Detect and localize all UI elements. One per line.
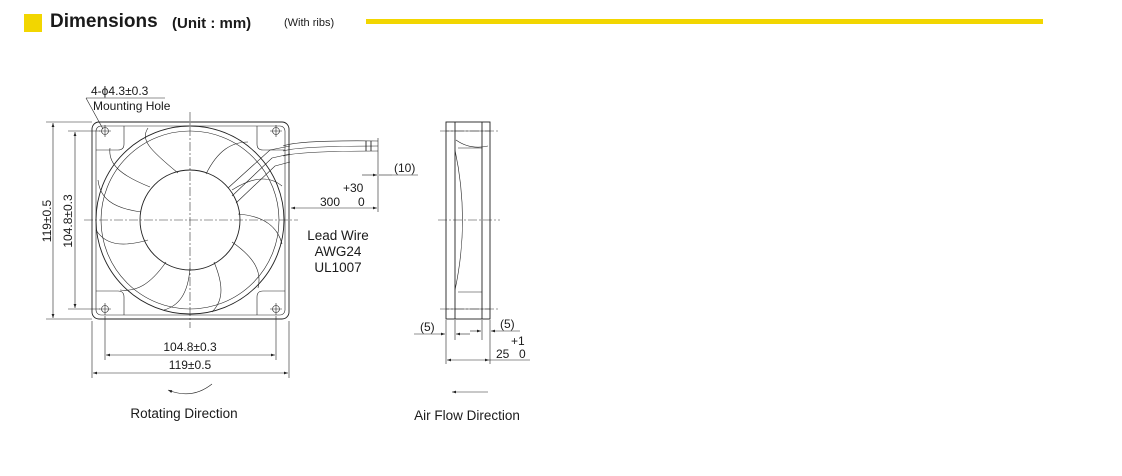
inner-width-label: 104.8±0.3 bbox=[163, 340, 217, 354]
hole-spec-label: 4-ϕ4.3±0.3 bbox=[91, 84, 149, 98]
unit-label: (Unit : mm) bbox=[172, 15, 252, 32]
wire-length-label: 300 bbox=[320, 195, 340, 209]
rotation-arrow bbox=[167, 383, 213, 395]
air-flow-label: Air Flow Direction bbox=[414, 408, 520, 423]
ribs-note: (With ribs) bbox=[284, 17, 335, 29]
outer-width-label: 119±0.5 bbox=[169, 358, 212, 372]
fan-side-view bbox=[438, 121, 500, 320]
strip-length-label: (10) bbox=[394, 161, 415, 175]
outer-height-label: 119±0.5 bbox=[40, 199, 54, 242]
section-title: Dimensions bbox=[50, 11, 158, 32]
wire-tol-upper: +30 bbox=[343, 181, 364, 195]
rib-left-label: (5) bbox=[420, 320, 435, 334]
depth-tol-upper: +1 bbox=[511, 334, 525, 348]
depth-tol-lower: 0 bbox=[519, 347, 526, 361]
mounting-holes bbox=[99, 125, 282, 315]
header-rule bbox=[366, 19, 1043, 24]
mounting-hole-label: Mounting Hole bbox=[93, 99, 171, 113]
lead-wires bbox=[282, 138, 379, 212]
fan-blades bbox=[95, 127, 283, 313]
inner-height-label: 104.8±0.3 bbox=[61, 194, 75, 248]
section-header: Dimensions (Unit : mm) (With ribs) bbox=[20, 10, 1050, 36]
header-marker bbox=[24, 14, 42, 32]
fan-front-view bbox=[84, 112, 298, 328]
ul-label: UL1007 bbox=[314, 260, 361, 275]
rotating-direction-label: Rotating Direction bbox=[130, 406, 237, 421]
rib-right-label: (5) bbox=[500, 317, 515, 331]
wire-tol-lower: 0 bbox=[358, 195, 365, 209]
awg-label: AWG24 bbox=[315, 244, 362, 259]
depth-label: 25 bbox=[496, 347, 510, 361]
lead-wire-label: Lead Wire bbox=[307, 228, 369, 243]
